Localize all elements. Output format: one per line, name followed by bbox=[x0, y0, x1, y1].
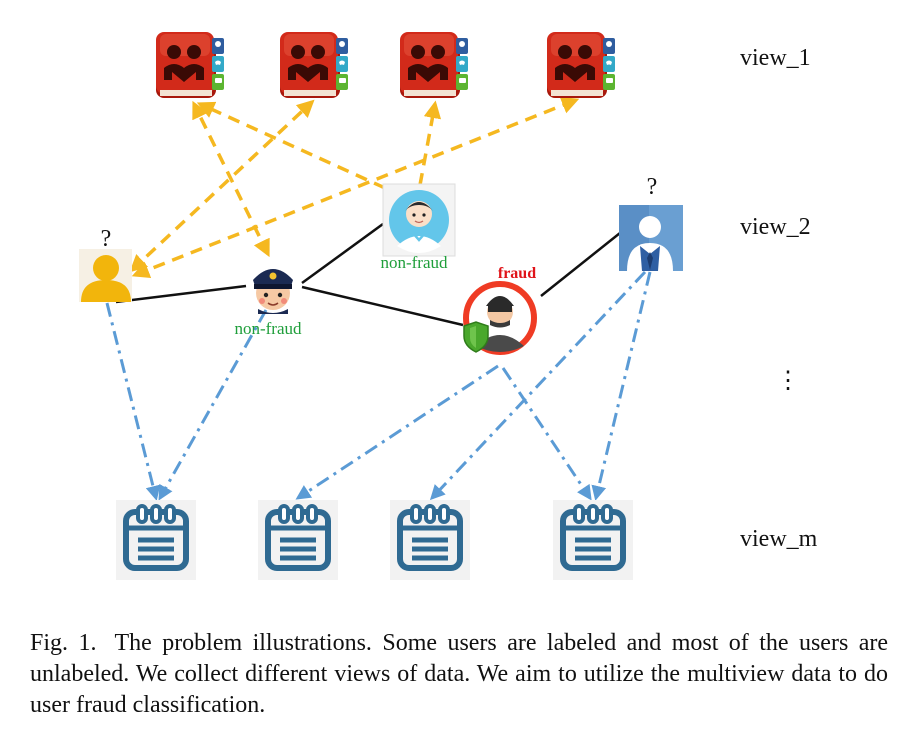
multiview-diagram: ? non-fraud non-fraud fraud bbox=[79, 32, 818, 600]
doctor-label: non-fraud bbox=[380, 253, 448, 272]
police-user-icon bbox=[253, 269, 293, 314]
edge-fraudster-cal2 bbox=[295, 364, 499, 500]
edge-police-cal1 bbox=[158, 309, 268, 501]
doctor-user-icon bbox=[382, 183, 456, 257]
vertical-ellipsis: ⋮ bbox=[776, 368, 800, 394]
fraud-label: fraud bbox=[498, 265, 536, 282]
figure-id: Fig. 1. bbox=[30, 630, 97, 656]
unknown-user-right bbox=[619, 205, 683, 271]
unknown-mark-right: ? bbox=[647, 174, 658, 200]
edge-right-user-cal4 bbox=[591, 271, 652, 501]
fraudster-icon bbox=[463, 281, 537, 355]
view2-edges bbox=[115, 222, 621, 327]
edge-left-user-cal1 bbox=[105, 302, 161, 501]
edge-left-user-book4 bbox=[131, 97, 580, 278]
edge-right-user-cal3 bbox=[429, 270, 647, 501]
view-2-label: view_2 bbox=[740, 214, 811, 240]
edge-police-fraudster bbox=[301, 285, 464, 327]
edge-doctor-book3 bbox=[418, 100, 442, 186]
calendar-icon bbox=[258, 500, 338, 580]
calendar-icon bbox=[390, 500, 470, 580]
view-1-label: view_1 bbox=[740, 45, 811, 71]
view-m-label: view_m bbox=[740, 526, 818, 552]
caption-text: The problem illustrations. Some users ar… bbox=[30, 630, 889, 718]
calendar-icon bbox=[553, 500, 633, 580]
edge-doctor-book1 bbox=[196, 101, 386, 190]
edge-left-user-book2 bbox=[129, 99, 315, 273]
edge-police-doctor bbox=[301, 222, 384, 285]
edge-fraudster-cal4 bbox=[501, 367, 592, 501]
edge-left-user-police bbox=[115, 284, 247, 304]
view1-edges bbox=[129, 97, 580, 278]
police-label: non-fraud bbox=[234, 319, 302, 338]
viewm-edges bbox=[105, 270, 652, 501]
edge-police-book1 bbox=[192, 100, 270, 258]
contact-book-icon bbox=[400, 32, 468, 98]
unknown-user-left bbox=[79, 249, 132, 302]
contact-book-icon bbox=[547, 32, 615, 98]
unknown-mark-left: ? bbox=[101, 226, 112, 252]
calendar-icon bbox=[116, 500, 196, 580]
figure-caption: Fig. 1. The problem illustrations. Some … bbox=[30, 628, 888, 721]
edge-fraudster-right-user bbox=[540, 232, 621, 297]
contact-book-icon bbox=[280, 32, 348, 98]
contact-book-icon bbox=[156, 32, 224, 98]
